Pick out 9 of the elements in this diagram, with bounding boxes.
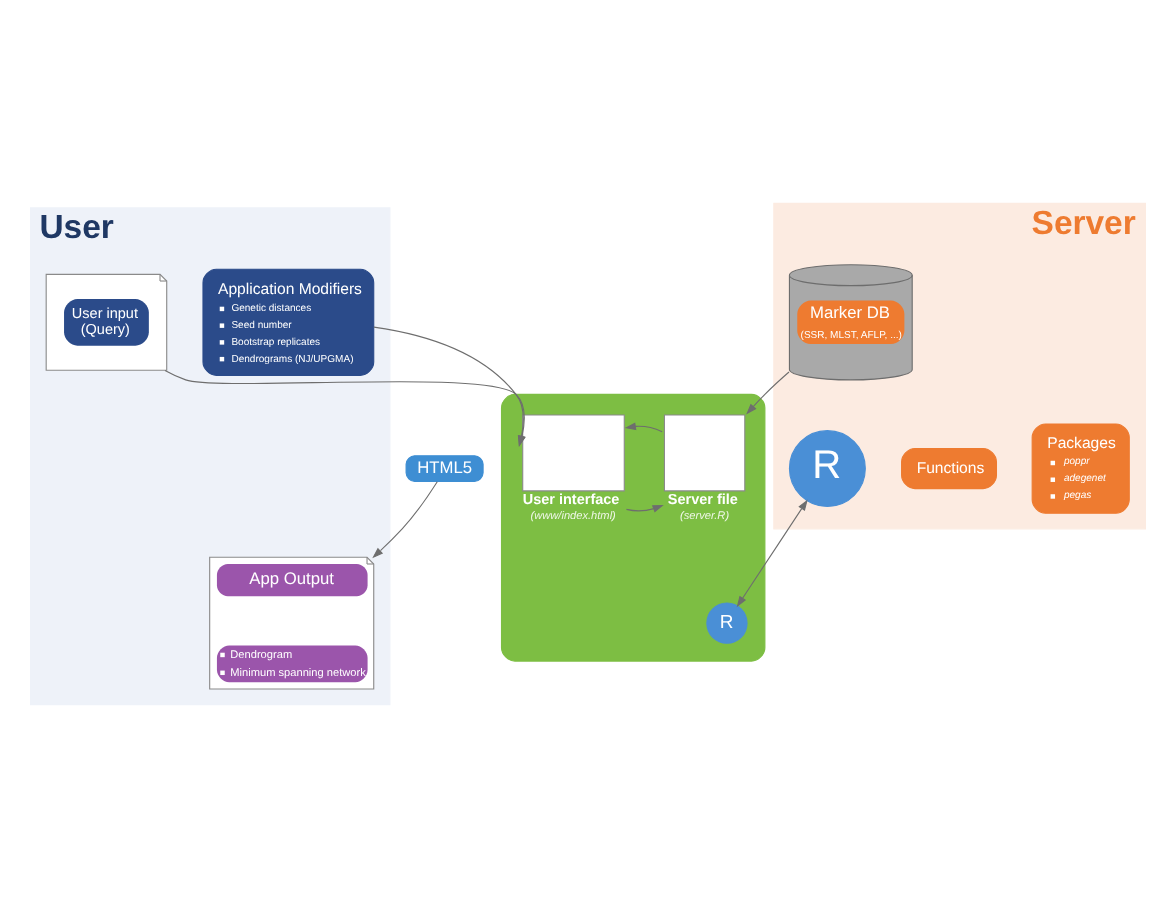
arrow <box>624 422 663 433</box>
arrow <box>746 371 790 415</box>
node-circle: R <box>706 602 748 644</box>
arrow <box>625 504 664 513</box>
arrow <box>372 481 438 559</box>
node-circle: R <box>788 430 866 508</box>
node-box: HTML5 <box>405 455 484 482</box>
cluster <box>500 393 766 662</box>
arrow <box>736 499 808 608</box>
